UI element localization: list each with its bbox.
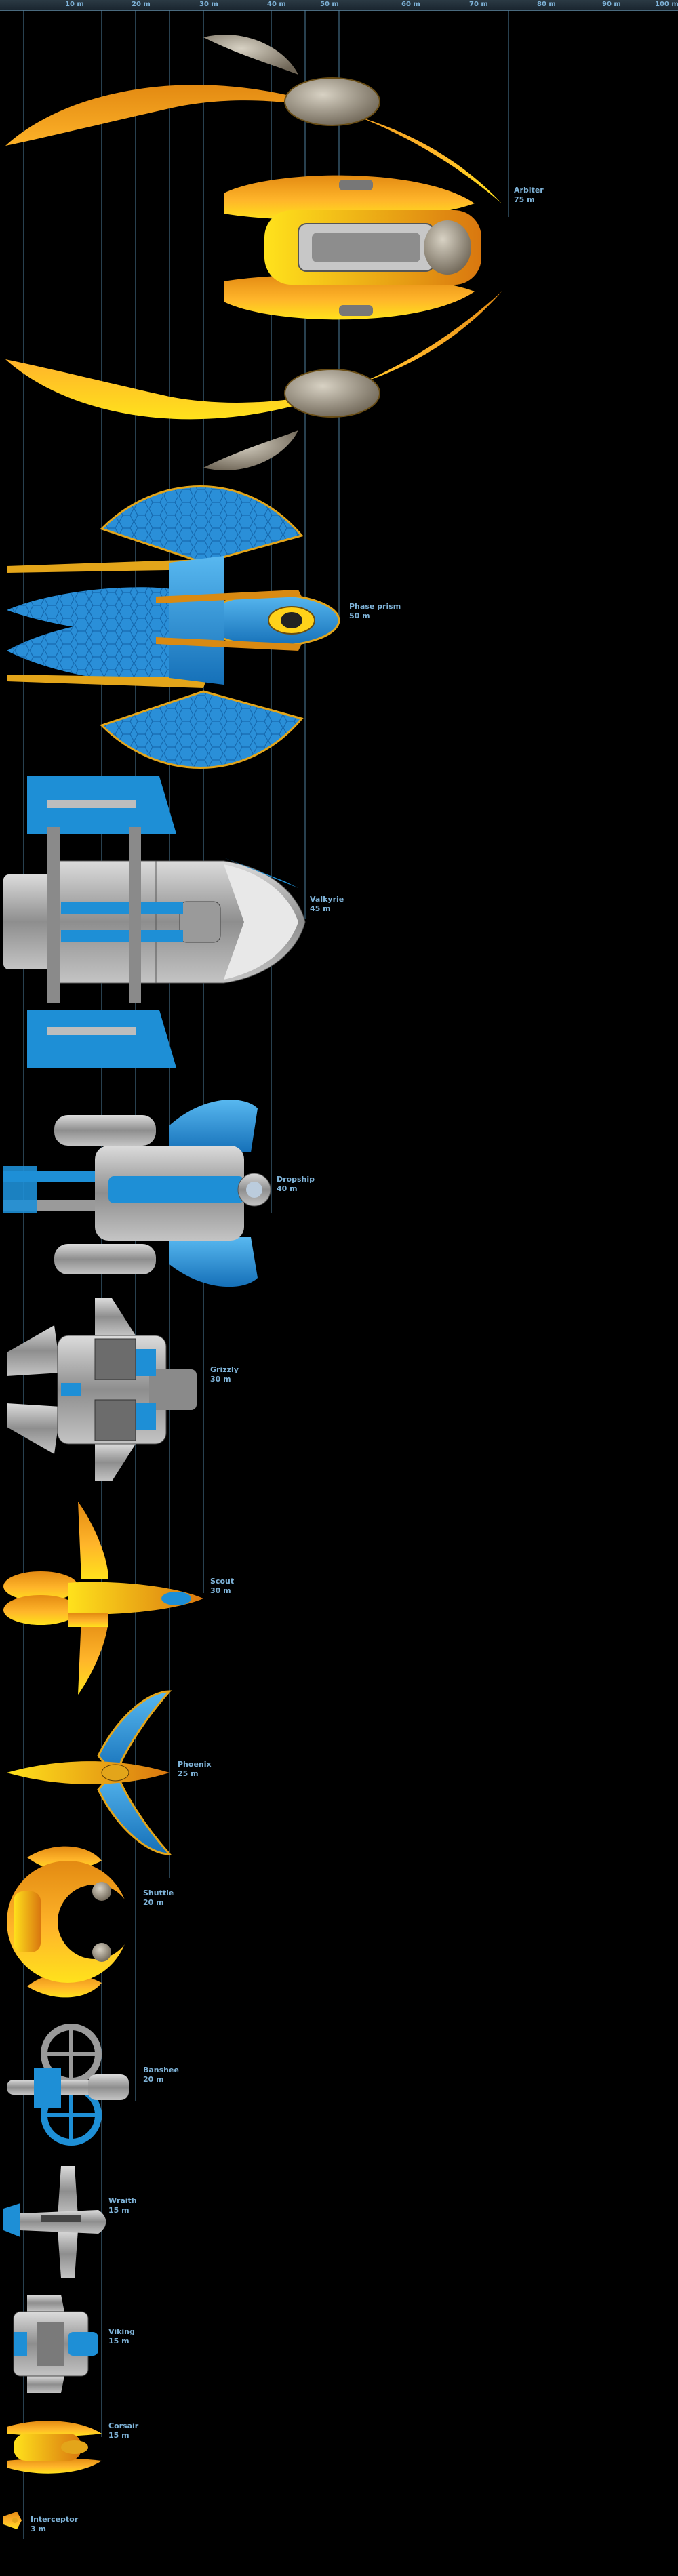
ship-size: 20 m bbox=[143, 2075, 164, 2084]
ship-size: 3 m bbox=[31, 2524, 46, 2533]
scale-tick-label: 30 m bbox=[199, 1, 218, 8]
scale-tick-label: 60 m bbox=[401, 1, 420, 8]
wraith-ship bbox=[3, 2166, 106, 2278]
interceptor-ship bbox=[3, 2512, 22, 2529]
scale-tick-label: 90 m bbox=[602, 1, 621, 8]
ship-name: Wraith bbox=[108, 2196, 137, 2205]
wraith-label: Wraith 15 m bbox=[108, 2196, 137, 2215]
ship-size: 15 m bbox=[108, 2431, 129, 2440]
scout-ship bbox=[3, 1502, 203, 1695]
scout-label: Scout 30 m bbox=[210, 1577, 234, 1595]
ship-name: Phoenix bbox=[178, 1760, 212, 1769]
arbiter-label: Arbiter 75 m bbox=[514, 186, 544, 204]
ship-size: 25 m bbox=[178, 1769, 199, 1778]
valkyrie-ship bbox=[3, 776, 306, 1068]
scale-tick-label: 50 m bbox=[320, 1, 339, 8]
viking-label: Viking 15 m bbox=[108, 2327, 135, 2346]
ship-name: Viking bbox=[108, 2327, 135, 2336]
scale-tick-label: 100 m bbox=[655, 1, 678, 8]
ship-name: Arbiter bbox=[514, 186, 544, 195]
ship-size: 50 m bbox=[349, 611, 370, 620]
scale-tick-label: 10 m bbox=[65, 1, 84, 8]
arbiter-ship bbox=[5, 35, 502, 470]
ship-size: 75 m bbox=[514, 195, 535, 204]
scale-tick-label: 80 m bbox=[537, 1, 556, 8]
phoenix-ship bbox=[7, 1690, 172, 1855]
phoenix-label: Phoenix 25 m bbox=[178, 1760, 212, 1778]
ship-name: Shuttle bbox=[143, 1889, 174, 1897]
grizzly-ship bbox=[7, 1298, 197, 1481]
phase-prism-label: Phase prism 50 m bbox=[349, 602, 401, 620]
dropship-label: Dropship 40 m bbox=[277, 1175, 315, 1193]
grizzly-label: Grizzly 30 m bbox=[210, 1365, 239, 1384]
corsair-label: Corsair 15 m bbox=[108, 2421, 139, 2440]
ship-size: 45 m bbox=[310, 904, 331, 913]
ship-size: 15 m bbox=[108, 2337, 129, 2346]
viking-ship bbox=[13, 2295, 98, 2393]
ship-name: Dropship bbox=[277, 1175, 315, 1184]
ship-size: 30 m bbox=[210, 1586, 231, 1595]
scale-tick-label: 70 m bbox=[469, 1, 488, 8]
ship-name: Grizzly bbox=[210, 1365, 239, 1374]
ship-size: 40 m bbox=[277, 1184, 298, 1193]
ship-name: Valkyrie bbox=[310, 895, 344, 904]
interceptor-label: Interceptor 3 m bbox=[31, 2515, 79, 2533]
scale-tick-label: 20 m bbox=[132, 1, 151, 8]
ship-size: 30 m bbox=[210, 1375, 231, 1384]
ship-name: Corsair bbox=[108, 2421, 139, 2430]
banshee-ship bbox=[7, 2024, 129, 2146]
shuttle-label: Shuttle 20 m bbox=[143, 1889, 174, 1907]
scale-tick-label: 40 m bbox=[267, 1, 286, 8]
valkyrie-label: Valkyrie 45 m bbox=[310, 895, 344, 913]
ship-name: Interceptor bbox=[31, 2515, 79, 2524]
ship-name: Phase prism bbox=[349, 602, 401, 611]
ship-size: 15 m bbox=[108, 2206, 129, 2215]
dropship-ship bbox=[3, 1100, 271, 1287]
ship-name: Banshee bbox=[143, 2066, 179, 2074]
ship-name: Scout bbox=[210, 1577, 234, 1586]
phase-prism-ship bbox=[7, 485, 340, 769]
corsair-ship bbox=[7, 2421, 102, 2474]
ship-size: 20 m bbox=[143, 1898, 164, 1907]
shuttle-ship bbox=[7, 1846, 132, 1998]
banshee-label: Banshee 20 m bbox=[143, 2066, 179, 2084]
